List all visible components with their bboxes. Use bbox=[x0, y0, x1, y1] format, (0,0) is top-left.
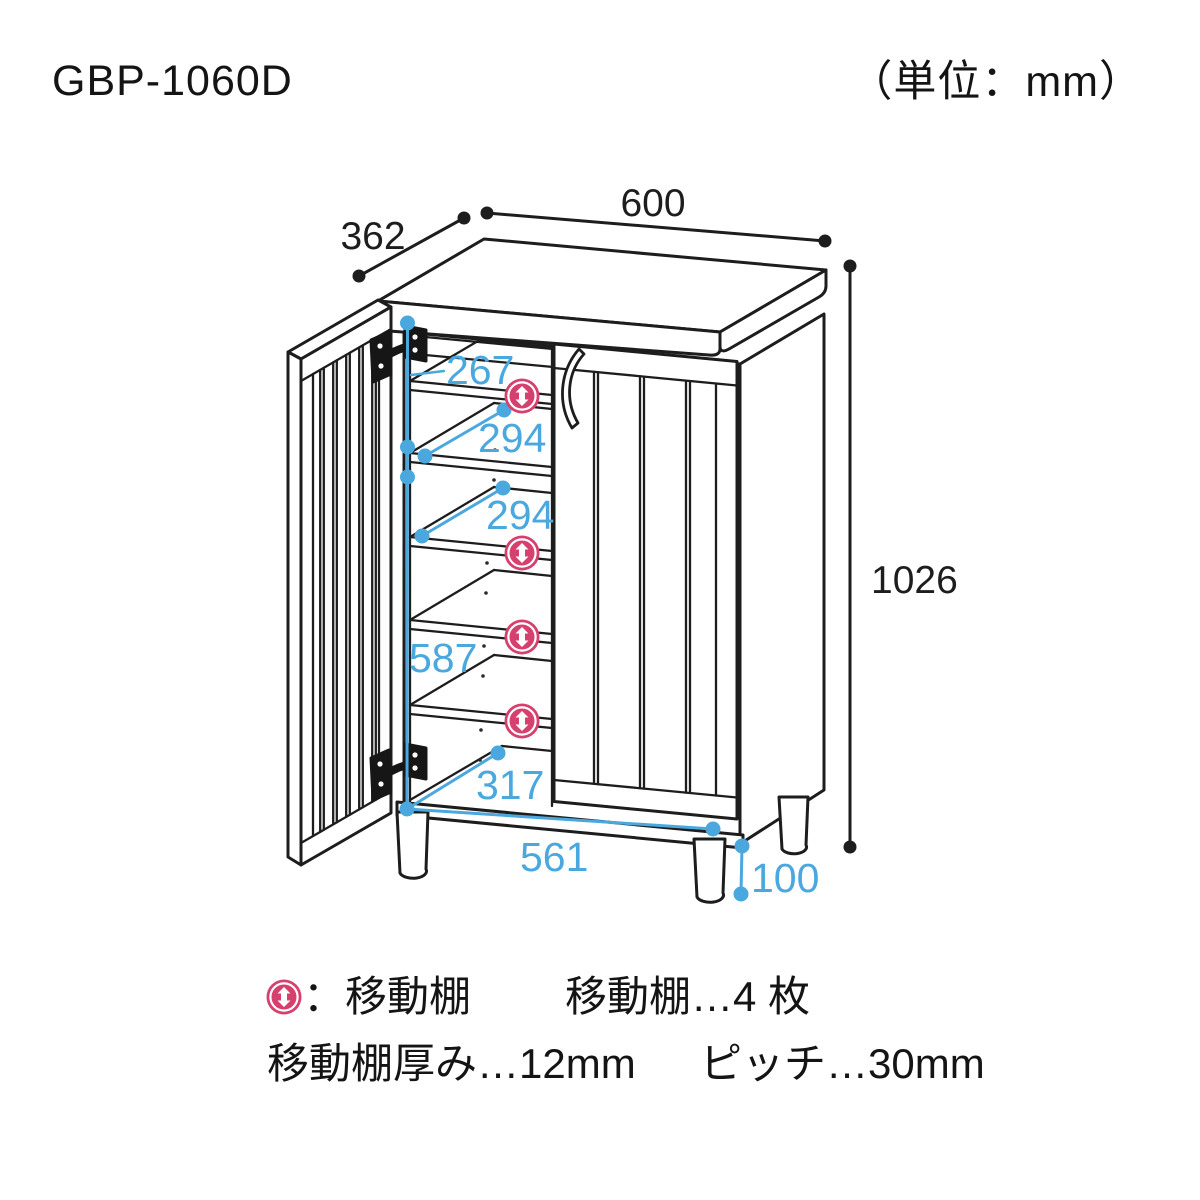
inner-height-label: 587 bbox=[409, 635, 477, 681]
right-door-closed bbox=[552, 342, 739, 821]
leg-height-label: 100 bbox=[751, 855, 819, 901]
shelf-depth-lower-label: 294 bbox=[486, 492, 554, 538]
upper-depth-leader-line bbox=[409, 369, 446, 377]
leg-front-left bbox=[395, 810, 430, 880]
movable-shelf-icon bbox=[503, 702, 541, 740]
left-door-open bbox=[286, 298, 393, 867]
legend: ：移動棚 移動棚…4 枚 移動棚厚み…12mm ピッチ…30mm bbox=[265, 973, 985, 1087]
upper-inner-depth-label: 267 bbox=[446, 347, 514, 393]
inner-width-label: 561 bbox=[520, 834, 588, 880]
interior-top-rail-line-2 bbox=[402, 351, 555, 369]
movable-shelf-legend-icon bbox=[265, 978, 303, 1016]
bottom-board bbox=[408, 744, 554, 802]
right-door-bottom-rail bbox=[552, 778, 739, 799]
movable-shelf-icon bbox=[503, 534, 541, 572]
shelf-depth-upper-dim-line bbox=[423, 408, 506, 458]
model-number-title: GBP-1060D bbox=[52, 57, 293, 105]
left-door-side-edge bbox=[286, 350, 303, 867]
hinge-bottom bbox=[369, 742, 428, 802]
legend-shelf-count: 移動棚…4 枚 bbox=[565, 973, 810, 1020]
inner-width-dim-line bbox=[405, 807, 715, 831]
leg-height-dim-line bbox=[739, 844, 744, 896]
right-door-grooves bbox=[592, 370, 718, 797]
leg-front-right bbox=[692, 837, 727, 904]
door-handle bbox=[561, 347, 586, 430]
top-depth-dim-line bbox=[357, 216, 466, 278]
shelf-depth-lower-dim-line bbox=[420, 486, 505, 538]
hinge-top bbox=[369, 324, 428, 384]
left-door-slats bbox=[319, 336, 377, 834]
cabinet-top-panel bbox=[376, 237, 828, 357]
unit-note: （単位：mm） bbox=[849, 58, 1143, 106]
cabinet-legs bbox=[395, 795, 810, 904]
shelf-depth-upper-label: 294 bbox=[478, 415, 546, 461]
right-door-top-rail bbox=[552, 366, 739, 387]
movable-shelf-icon bbox=[503, 618, 541, 656]
legend-icon-meaning: ：移動棚 bbox=[303, 973, 471, 1020]
inner-height-dim-line bbox=[405, 321, 409, 811]
right-door-panel bbox=[552, 342, 739, 821]
top-depth-label: 362 bbox=[340, 215, 405, 258]
leg-back-right bbox=[777, 795, 810, 856]
outer-dimensions: 600 362 1026 bbox=[340, 182, 958, 854]
movable-shelf-icon bbox=[503, 377, 541, 415]
cabinet-right-side-panel bbox=[738, 312, 826, 846]
blue-dim-endpoints bbox=[399, 315, 750, 902]
bottom-inner-depth-label: 317 bbox=[476, 762, 544, 808]
legend-shelf-thickness: 移動棚厚み…12mm bbox=[267, 1040, 636, 1087]
shelf-pin-holes bbox=[478, 448, 497, 762]
legend-shelf-pitch: ピッチ…30mm bbox=[700, 1040, 985, 1087]
overall-height-label: 1026 bbox=[871, 559, 958, 602]
top-width-dim-line bbox=[485, 211, 827, 243]
bottom-depth-dim-line bbox=[405, 751, 500, 811]
interior-dimensions: 267 294 294 587 317 561 100 bbox=[399, 315, 819, 902]
cabinet-drawing bbox=[286, 237, 828, 904]
top-width-label: 600 bbox=[620, 182, 685, 225]
